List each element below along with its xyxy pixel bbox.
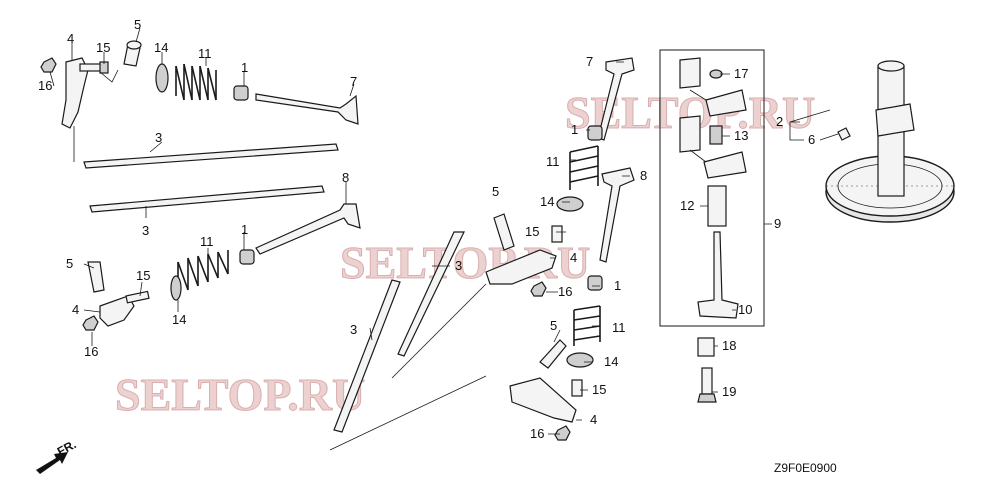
callout-4: 4 bbox=[72, 302, 79, 317]
retainer-14-center bbox=[556, 196, 584, 212]
callout-3: 3 bbox=[350, 322, 357, 337]
callout-3: 3 bbox=[455, 258, 462, 273]
retainer-14-lower bbox=[566, 352, 594, 368]
top-left-assembly bbox=[40, 40, 361, 331]
callout-15: 15 bbox=[592, 382, 606, 397]
callout-19: 19 bbox=[722, 384, 736, 399]
callout-16: 16 bbox=[530, 426, 544, 441]
callout-7: 7 bbox=[586, 54, 593, 69]
pivot-5-mid bbox=[87, 261, 105, 293]
callout-14: 14 bbox=[540, 194, 554, 209]
callout-13: 13 bbox=[734, 128, 748, 143]
callout-7: 7 bbox=[350, 74, 357, 89]
callout-labels: 4 5 15 14 11 1 7 16 3 8 3 11 1 5 15 4 14… bbox=[38, 17, 815, 441]
callout-15: 15 bbox=[96, 40, 110, 55]
valve-8-left bbox=[255, 203, 361, 255]
callout-5: 5 bbox=[66, 256, 73, 271]
callout-3: 3 bbox=[155, 130, 162, 145]
front-arrow-icon bbox=[36, 452, 68, 474]
callout-4: 4 bbox=[590, 412, 597, 427]
governor-assembly-box bbox=[659, 49, 765, 403]
pushrod-3-lower bbox=[89, 185, 325, 213]
bolt-15-lower bbox=[571, 379, 583, 397]
pushrod-3-upper bbox=[83, 143, 339, 169]
valve-7-center bbox=[597, 57, 635, 141]
camshaft-assembly bbox=[825, 60, 955, 223]
callout-1: 1 bbox=[571, 122, 578, 137]
drawing-code: Z9F0E0900 bbox=[774, 461, 837, 475]
pin-6 bbox=[837, 127, 851, 141]
callout-15: 15 bbox=[136, 268, 150, 283]
callout-14: 14 bbox=[604, 354, 618, 369]
spring-11-center bbox=[569, 145, 599, 183]
rocker-arm-center bbox=[485, 249, 557, 285]
spring-13 bbox=[709, 125, 723, 145]
callout-16: 16 bbox=[38, 78, 52, 93]
callout-8: 8 bbox=[342, 170, 349, 185]
leader-lines bbox=[49, 27, 839, 435]
retainer-14-top bbox=[155, 63, 169, 93]
pushrod-3-center-b bbox=[333, 279, 401, 433]
callout-11: 11 bbox=[612, 320, 626, 335]
bolt-19 bbox=[701, 367, 713, 395]
pivot-5-lower bbox=[539, 339, 567, 369]
retainer-14-mid bbox=[170, 275, 182, 301]
callout-6: 6 bbox=[808, 132, 815, 147]
callout-1: 1 bbox=[241, 222, 248, 237]
valve-7-top bbox=[255, 93, 359, 125]
spring-11-lower bbox=[573, 305, 601, 341]
nut-16-mid bbox=[82, 315, 99, 331]
callout-17: 17 bbox=[734, 66, 748, 81]
cam-lobe bbox=[875, 103, 915, 137]
callout-4: 4 bbox=[570, 250, 577, 265]
pushrod-3-center-a bbox=[397, 231, 465, 357]
callout-5: 5 bbox=[134, 17, 141, 32]
callout-1: 1 bbox=[614, 278, 621, 293]
callout-11: 11 bbox=[198, 46, 212, 61]
callout-8: 8 bbox=[640, 168, 647, 183]
nut-16-center bbox=[530, 281, 547, 297]
center-assembly bbox=[329, 57, 635, 451]
callout-11: 11 bbox=[546, 154, 560, 169]
callout-9: 9 bbox=[774, 216, 781, 231]
collar-18 bbox=[697, 337, 715, 357]
nut-16-top bbox=[40, 57, 57, 73]
callout-4: 4 bbox=[67, 31, 74, 46]
seal-1-center bbox=[587, 125, 603, 141]
callout-18: 18 bbox=[722, 338, 736, 353]
assembly-frame-9 bbox=[659, 49, 765, 327]
shaft-10 bbox=[697, 231, 739, 319]
callout-1: 1 bbox=[241, 60, 248, 75]
callout-16: 16 bbox=[558, 284, 572, 299]
callout-14: 14 bbox=[172, 312, 186, 327]
callout-16: 16 bbox=[84, 344, 98, 359]
callout-5: 5 bbox=[492, 184, 499, 199]
callout-11: 11 bbox=[200, 234, 214, 249]
bolt-15-top bbox=[79, 63, 103, 72]
pivot-5-center bbox=[493, 213, 515, 251]
callout-2: 2 bbox=[776, 114, 783, 129]
seal-1-top bbox=[233, 85, 249, 101]
sleeve-12 bbox=[707, 185, 727, 227]
callout-10: 10 bbox=[738, 302, 752, 317]
callout-12: 12 bbox=[680, 198, 694, 213]
nut-16-lower bbox=[554, 425, 571, 441]
valve-8-center bbox=[599, 167, 635, 263]
callout-3: 3 bbox=[142, 223, 149, 238]
seal-1-mid bbox=[239, 249, 255, 265]
callout-5: 5 bbox=[550, 318, 557, 333]
rocker-arm-lower bbox=[509, 377, 577, 423]
seal-1-lower bbox=[587, 275, 603, 291]
bolt-15-mid bbox=[125, 290, 150, 304]
rocker-arm-top bbox=[61, 57, 89, 129]
front-direction-indicator: FR. bbox=[36, 437, 78, 474]
bolt-15-center bbox=[551, 225, 563, 243]
callout-14: 14 bbox=[154, 40, 168, 55]
callout-15: 15 bbox=[525, 224, 539, 239]
spring-11-top bbox=[175, 64, 217, 100]
watermark-bottom-left: SELTOP.RU bbox=[115, 369, 365, 420]
